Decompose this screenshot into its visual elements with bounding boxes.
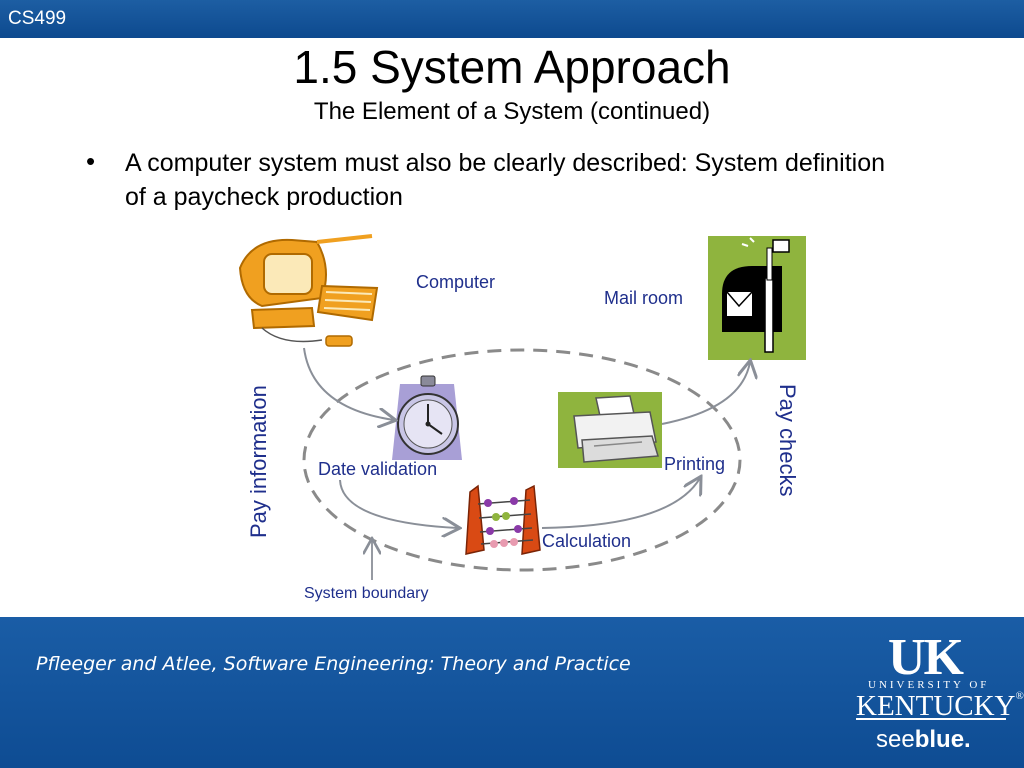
label-computer: Computer [416,272,495,292]
label-mail-room: Mail room [604,288,683,308]
course-code: CS499 [8,8,67,29]
bullet-marker: • [86,146,96,176]
label-printing: Printing [664,454,725,474]
uk-logo-university-of: UNIVERSITY OF [868,679,990,691]
top-banner: CS499 [0,0,1024,38]
printer-icon [558,392,662,468]
arrow-calculation-to-printing [541,478,700,529]
registered-mark: ® [1015,690,1024,702]
label-system-boundary: System boundary [304,585,429,602]
label-calculation: Calculation [542,531,631,551]
label-date-validation: Date validation [318,459,437,479]
footer-banner [0,617,1024,768]
seeblue-tagline: seeblue. [876,726,971,754]
stopwatch-icon [392,375,462,460]
computer-icon [238,234,379,347]
slide-title: 1.5 System Approach [293,41,731,93]
footer-citation: Pfleeger and Atlee, Software Engineering… [36,653,631,675]
seeblue-see: see [876,726,915,753]
uk-logo-kentucky: KENTUCKY® [856,690,1024,723]
label-pay-information: Pay information [246,385,271,538]
uk-logo-mark: UK [888,629,964,686]
uk-logo-name-text: KENTUCKY [856,690,1016,722]
system-boundary-ellipse [302,348,742,572]
abacus-icon [465,484,541,555]
arrow-computer-to-validation [303,347,394,420]
arrow-validation-to-calculation [339,479,458,528]
label-pay-checks: Pay checks [775,384,800,497]
arrow-printing-to-mailroom [661,362,750,425]
slide-subtitle: The Element of a System (continued) [313,98,711,125]
paycheck-system-diagram: Computer Mail room Pay information Date … [238,234,806,602]
uk-logo-rule [856,718,1006,720]
bullet-text: A computer system must also be clearly d… [125,149,886,211]
mailbox-icon [708,236,806,360]
seeblue-blue: blue. [914,726,971,753]
